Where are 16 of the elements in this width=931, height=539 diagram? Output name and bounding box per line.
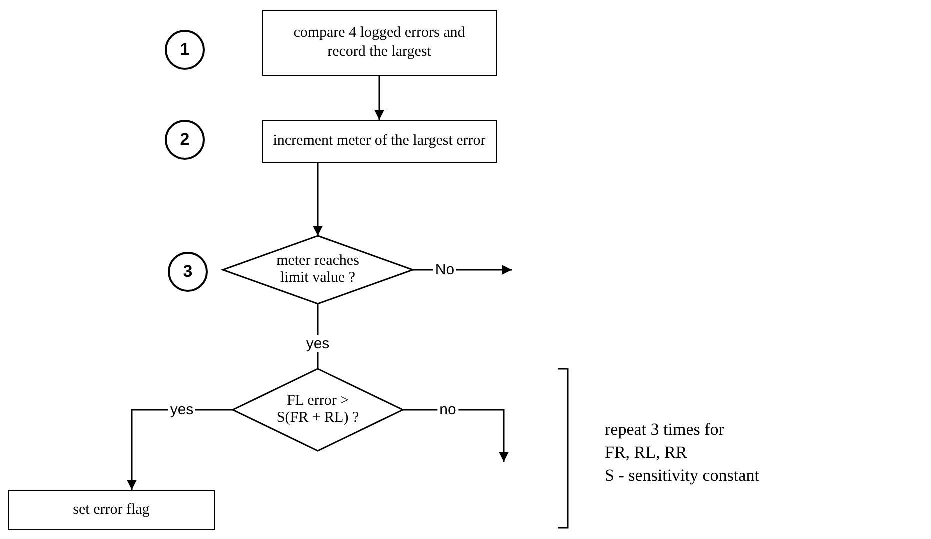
- process-box: increment meter of the largest error: [262, 120, 497, 163]
- arrow: [403, 409, 509, 462]
- step-number-circle: 3: [168, 252, 208, 292]
- note-text: S - sensitivity constant: [605, 466, 760, 486]
- step-number-circle: 2: [165, 120, 205, 160]
- arrow: [313, 163, 323, 236]
- decision-diamond: meter reaches limit value ?: [223, 236, 413, 304]
- arrow: [413, 265, 512, 275]
- process-box: set error flag: [8, 490, 215, 530]
- note-text: FR, RL, RR: [605, 443, 688, 463]
- arrow: [374, 76, 384, 120]
- decision-diamond: FL error > S(FR + RL) ?: [233, 369, 403, 451]
- step-number-circle: 1: [165, 30, 205, 70]
- process-box: compare 4 logged errors and record the largest: [262, 10, 497, 76]
- note-text: repeat 3 times for: [605, 420, 724, 440]
- edge-label: yes: [304, 336, 332, 352]
